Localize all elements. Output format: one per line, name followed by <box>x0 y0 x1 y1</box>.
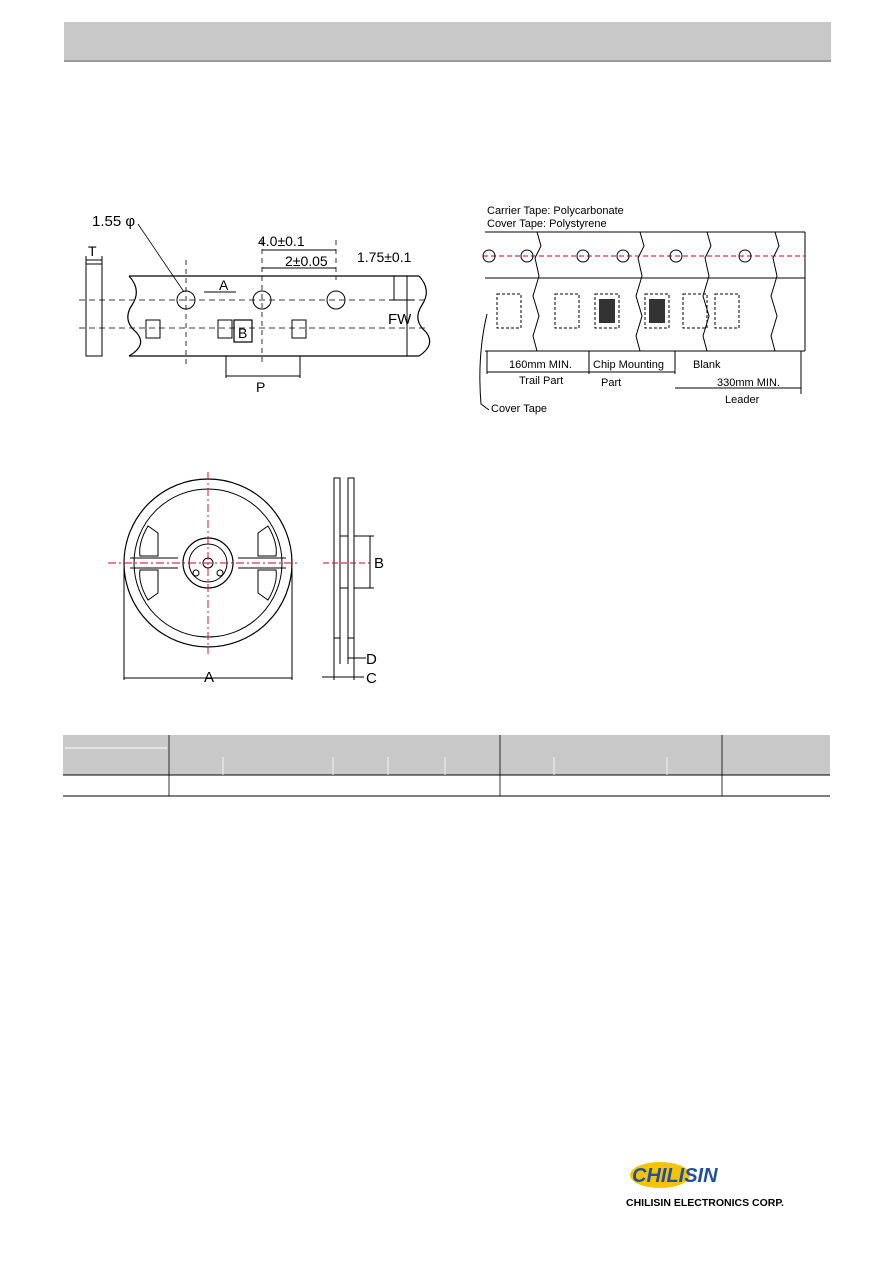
tape-pocket <box>291 319 307 339</box>
label-p: P <box>256 379 265 395</box>
reel-diagram: A B D C <box>108 472 384 687</box>
tape-dimension-diagram: T 1.55 φ 4.0±0.1 2±0.05 1.75±0.1 FW A B … <box>79 213 431 395</box>
header-bar <box>64 22 831 62</box>
sprocket-hole <box>252 290 272 310</box>
table-header-row <box>63 735 830 775</box>
tape-leader-diagram: Carrier Tape: Polycarbonate Cover Tape: … <box>479 205 806 415</box>
label-a: A <box>219 277 229 293</box>
packaging-spec-table <box>63 735 830 797</box>
trail-part: Trail Part <box>519 375 563 387</box>
label-edge-distance: 1.75±0.1 <box>357 249 412 265</box>
reel-label-d: D <box>366 651 377 668</box>
sprocket-hole <box>669 249 683 263</box>
company-name: CHILISIN ELECTRONICS CORP. <box>626 1197 784 1209</box>
logo-swoosh <box>630 1162 690 1188</box>
label-b: B <box>238 325 247 341</box>
filled-pocket <box>644 293 670 329</box>
sprocket-hole <box>482 249 496 263</box>
sprocket-hole <box>326 290 346 310</box>
blank: Blank <box>693 359 721 371</box>
tape-pocket <box>145 319 161 339</box>
logo-word: CHILISIN <box>632 1165 718 1187</box>
company-logo: CHILISIN CHILISIN ELECTRONICS CORP. <box>624 1155 824 1215</box>
sprocket-hole <box>616 249 630 263</box>
carrier-tape-material: Carrier Tape: Polycarbonate <box>487 205 624 217</box>
leader-length: 330mm MIN. <box>717 377 780 389</box>
trail-length: 160mm MIN. <box>509 359 572 371</box>
tape-thickness-profile <box>85 263 103 357</box>
cover-tape: Cover Tape <box>491 403 547 415</box>
label-half-pitch: 2±0.05 <box>285 253 328 269</box>
sprocket-hole <box>576 249 590 263</box>
tape-edges <box>129 275 419 357</box>
cover-tape-material: Cover Tape: Polystyrene <box>487 218 607 230</box>
chip-part: Part <box>601 377 621 389</box>
chip-mounting: Chip Mounting <box>593 359 664 371</box>
reel-label-b: B <box>374 555 384 572</box>
sprocket-hole <box>520 249 534 263</box>
label-fw: FW <box>388 311 412 328</box>
label-pitch: 4.0±0.1 <box>258 233 305 249</box>
label-t: T <box>88 243 97 259</box>
leader: Leader <box>725 394 760 406</box>
reel-label-c: C <box>366 670 377 687</box>
reel-label-a: A <box>204 669 214 686</box>
label-hole-diameter: 1.55 φ <box>92 213 135 230</box>
sprocket-hole <box>738 249 752 263</box>
reel-side-view <box>333 477 341 639</box>
filled-pocket <box>594 293 620 329</box>
tape-pocket <box>217 319 233 339</box>
